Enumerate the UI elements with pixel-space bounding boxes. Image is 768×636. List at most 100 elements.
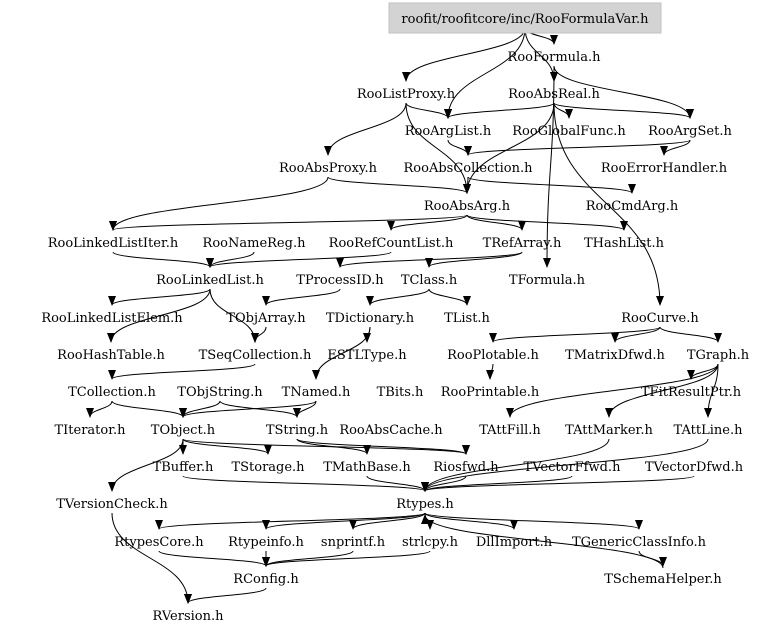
node-tgraph[interactable]: TGraph.h: [687, 348, 750, 363]
node-tstorage[interactable]: TStorage.h: [231, 460, 305, 475]
node-tobjstring[interactable]: TObjString.h: [177, 385, 263, 400]
node-tfitresultptr[interactable]: TFitResultPtr.h: [641, 385, 742, 400]
node-roolinkedlistiter[interactable]: RooLinkedListIter.h: [48, 236, 179, 251]
node-tobjarray[interactable]: TObjArray.h: [226, 311, 306, 326]
node-roolinkedlist[interactable]: RooLinkedList.h: [156, 273, 264, 288]
edge-roolinkedlist-to-roohashtable: [107, 288, 211, 343]
node-label: strlcpy.h: [402, 535, 459, 550]
node-thashlist[interactable]: THashList.h: [584, 236, 665, 251]
node-label: RooGlobalFunc.h: [512, 124, 626, 139]
node-tnamed[interactable]: TNamed.h: [282, 385, 351, 400]
node-tattfill[interactable]: TAttFill.h: [479, 423, 541, 438]
node-trefarray[interactable]: TRefArray.h: [483, 236, 562, 251]
node-roocurve[interactable]: RooCurve.h: [621, 311, 699, 326]
node-rooarglist[interactable]: RooArgList.h: [405, 124, 492, 139]
node-tprocessid[interactable]: TProcessID.h: [296, 273, 384, 288]
node-label: RooPlotable.h: [447, 348, 539, 363]
node-tformula[interactable]: TFormula.h: [509, 273, 586, 288]
edge-tattline-to-rtypes: [421, 438, 709, 492]
node-tmathbase[interactable]: TMathBase.h: [323, 460, 411, 475]
node-label: RooArgSet.h: [648, 124, 732, 139]
node-snprintf[interactable]: snprintf.h: [321, 535, 386, 550]
edge-tcollection-to-tobject: [111, 400, 187, 418]
node-label: TBuffer.h: [153, 460, 214, 475]
edge-tstring-to-riosfwd: [296, 438, 470, 455]
node-roolinkedlistelem[interactable]: RooLinkedListElem.h: [41, 311, 183, 326]
node-rooabscache[interactable]: RooAbsCache.h: [339, 423, 443, 438]
node-tattmarker[interactable]: TAttMarker.h: [565, 423, 653, 438]
node-roolistproxy[interactable]: RooListProxy.h: [357, 87, 456, 102]
node-tschemahelper[interactable]: TSchemaHelper.h: [604, 572, 722, 587]
node-rooplotable[interactable]: RooPlotable.h: [447, 348, 539, 363]
edge-tobject-to-tstorage: [182, 438, 272, 455]
node-roocmdarg[interactable]: RooCmdArg.h: [586, 199, 679, 214]
node-rtypeinfo[interactable]: Rtypeinfo.h: [228, 535, 304, 550]
node-tdictionary[interactable]: TDictionary.h: [326, 311, 415, 326]
edge-roolinkedlist-to-roolinkedlistelem: [108, 288, 211, 306]
node-label: TAttLine.h: [674, 423, 744, 438]
edge-rooformulavar-to-rooarglist: [444, 27, 526, 119]
edge-rooabsreal-to-roocurve: [553, 102, 664, 306]
node-tseqcollection[interactable]: TSeqCollection.h: [199, 348, 312, 363]
node-rversion[interactable]: RVersion.h: [153, 609, 225, 624]
node-label: TBits.h: [377, 385, 424, 400]
node-tbuffer[interactable]: TBuffer.h: [153, 460, 214, 475]
node-tlist[interactable]: TList.h: [444, 311, 490, 326]
node-titerator[interactable]: TIterator.h: [54, 423, 126, 438]
node-roorefcountlist[interactable]: RooRefCountList.h: [329, 236, 454, 251]
node-label: snprintf.h: [321, 535, 386, 550]
node-rooabsarg[interactable]: RooAbsArg.h: [424, 199, 511, 214]
node-label: RooCurve.h: [621, 311, 699, 326]
node-label: RooFormula.h: [508, 50, 602, 65]
node-tobject[interactable]: TObject.h: [151, 423, 216, 438]
node-tvectorffwd[interactable]: TVectorFfwd.h: [524, 460, 622, 475]
node-label: TObjString.h: [177, 385, 263, 400]
node-label: RooRefCountList.h: [329, 236, 454, 251]
node-rooabsproxy[interactable]: RooAbsProxy.h: [279, 161, 378, 176]
node-tclass[interactable]: TClass.h: [401, 273, 458, 288]
node-rooabsreal[interactable]: RooAbsReal.h: [508, 87, 600, 102]
node-tgenericclassinfo[interactable]: TGenericClassInfo.h: [572, 535, 707, 550]
node-label: Riosfwd.h: [433, 460, 499, 475]
node-label: DllImport.h: [476, 535, 553, 550]
node-label: RooErrorHandler.h: [601, 161, 728, 176]
node-tattline[interactable]: TAttLine.h: [674, 423, 744, 438]
node-tversioncheck[interactable]: TVersionCheck.h: [56, 497, 168, 512]
node-rooerrorhandler[interactable]: RooErrorHandler.h: [601, 161, 728, 176]
edge-tcollection-to-titerator: [86, 400, 113, 418]
node-tcollection[interactable]: TCollection.h: [68, 385, 156, 400]
node-tstring[interactable]: TString.h: [266, 423, 329, 438]
node-label: TSeqCollection.h: [199, 348, 312, 363]
edge-tgraph-to-tattline: [704, 363, 719, 418]
node-label: RooCmdArg.h: [586, 199, 679, 214]
node-rooabscollection[interactable]: RooAbsCollection.h: [404, 161, 534, 176]
node-rooprintable[interactable]: RooPrintable.h: [441, 385, 540, 400]
node-roohashtable[interactable]: RooHashTable.h: [57, 348, 165, 363]
node-riosfwd[interactable]: Riosfwd.h: [433, 460, 499, 475]
edge-rooabsreal-to-rooarglist: [444, 102, 555, 119]
edge-tdictionary-to-tnamed: [312, 326, 371, 380]
node-estltype[interactable]: ESTLType.h: [327, 348, 407, 363]
edge-rtypes-to-tgenericclassinfo: [424, 512, 643, 530]
node-rconfig[interactable]: RConfig.h: [233, 572, 299, 587]
node-rooformulavar[interactable]: roofit/roofitcore/inc/RooFormulaVar.h: [388, 2, 662, 34]
node-dllimport[interactable]: DllImport.h: [476, 535, 553, 550]
node-rooargset[interactable]: RooArgSet.h: [648, 124, 732, 139]
edge-rtypes-to-rtypeinfo: [262, 512, 426, 530]
node-tvectordfwd[interactable]: TVectorDfwd.h: [645, 460, 744, 475]
edge-rooformula-to-rooargset: [553, 65, 694, 119]
node-label: RooPrintable.h: [441, 385, 540, 400]
edge-roocurve-to-tmatrixdfwd: [611, 326, 661, 343]
node-label: RooArgList.h: [405, 124, 492, 139]
node-strlcpy[interactable]: strlcpy.h: [402, 535, 459, 550]
edge-roocurve-to-rooplotable: [489, 326, 661, 343]
node-tmatrixdfwd[interactable]: TMatrixDfwd.h: [565, 348, 665, 363]
node-roonamereg[interactable]: RooNameReg.h: [203, 236, 307, 251]
node-rtypescore[interactable]: RtypesCore.h: [114, 535, 204, 550]
edge-tattmarker-to-rtypes: [421, 438, 610, 492]
node-rooformula[interactable]: RooFormula.h: [508, 50, 602, 65]
node-rtypes[interactable]: Rtypes.h: [396, 497, 454, 512]
node-tbits[interactable]: TBits.h: [377, 385, 424, 400]
node-rooglobalfunc[interactable]: RooGlobalFunc.h: [512, 124, 626, 139]
